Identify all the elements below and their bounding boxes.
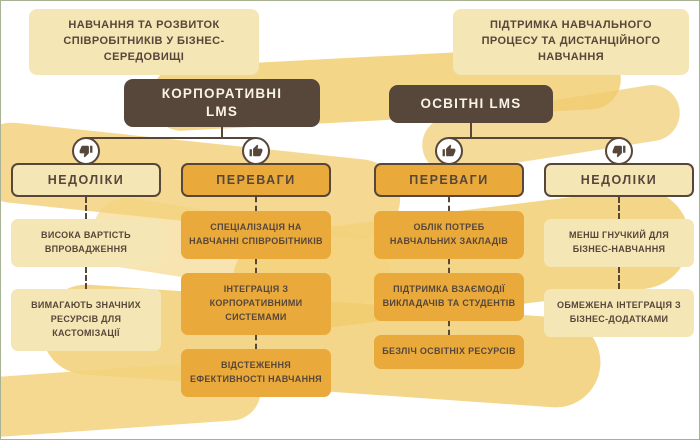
cons-header: НЕДОЛІКИ [11,163,161,197]
educational-lms-title: ОСВІТНІ LMS [389,85,553,123]
dashed-connector [448,320,450,335]
dashed-connector [85,197,87,219]
dashed-connector [618,197,620,219]
dashed-connector [448,258,450,273]
corporate-lms-title: КОРПОРАТИВНІ LMS [124,79,320,127]
list-item: БЕЗЛІЧ ОСВІТНІХ РЕСУРСІВ [374,334,524,369]
dashed-connector [255,197,257,211]
list-item: ОБМЕЖЕНА ІНТЕГРАЦІЯ З БІЗНЕС-ДОДАТКАМИ [544,288,694,337]
list-item: СПЕЦІАЛІЗАЦІЯ НА НАВЧАННІ СПІВРОБІТНИКІВ [181,211,331,259]
list-item: ВІДСТЕЖЕННЯ ЕФЕКТИВНОСТІ НАВЧАННЯ [181,348,331,397]
list-item: ВИСОКА ВАРТІСТЬ ВПРОВАДЖЕННЯ [11,219,161,267]
list-item: ПІДТРИМКА ВЗАЄМОДІЇ ВИКЛАДАЧІВ ТА СТУДЕН… [374,272,524,321]
thumbs-down-icon [612,145,626,158]
dashed-connector [618,266,620,289]
list-item: ІНТЕГРАЦІЯ З КОРПОРАТИВНИМИ СИСТЕМАМИ [181,272,331,335]
column-corporate-pros: ПЕРЕВАГИ СПЕЦІАЛІЗАЦІЯ НА НАВЧАННІ СПІВР… [181,163,331,397]
thumbs-up-badge [435,137,463,165]
thumbs-down-badge [605,137,633,165]
column-educational-cons: НЕДОЛІКИ МЕНШ ГНУЧКИЙ ДЛЯ БІЗНЕС-НАВЧАНН… [544,163,694,337]
thumbs-down-badge [72,137,100,165]
dashed-connector [448,197,450,211]
dashed-connector [255,258,257,273]
column-educational-pros: ПЕРЕВАГИ ОБЛІК ПОТРЕБ НАВЧАЛЬНИХ ЗАКЛАДІ… [374,163,524,369]
thumbs-up-icon [249,144,263,157]
list-item: ВИМАГАЮТЬ ЗНАЧНИХ РЕСУРСІВ ДЛЯ КАСТОМІЗА… [11,288,161,351]
thumbs-down-icon [79,145,93,158]
dashed-connector [85,266,87,289]
pros-header: ПЕРЕВАГИ [181,163,331,197]
column-corporate-cons: НЕДОЛІКИ ВИСОКА ВАРТІСТЬ ВПРОВАДЖЕННЯ ВИ… [11,163,161,351]
pros-header: ПЕРЕВАГИ [374,163,524,197]
note-educational: ПІДТРИМКА НАВЧАЛЬНОГО ПРОЦЕСУ ТА ДИСТАНЦ… [453,9,689,75]
list-item: ОБЛІК ПОТРЕБ НАВЧАЛЬНИХ ЗАКЛАДІВ [374,211,524,259]
note-corporate: НАВЧАННЯ ТА РОЗВИТОК СПІВРОБІТНИКІВ У БІ… [29,9,259,75]
cons-header: НЕДОЛІКИ [544,163,694,197]
dashed-connector [255,334,257,349]
list-item: МЕНШ ГНУЧКИЙ ДЛЯ БІЗНЕС-НАВЧАННЯ [544,219,694,267]
thumbs-up-icon [442,144,456,157]
thumbs-up-badge [242,137,270,165]
